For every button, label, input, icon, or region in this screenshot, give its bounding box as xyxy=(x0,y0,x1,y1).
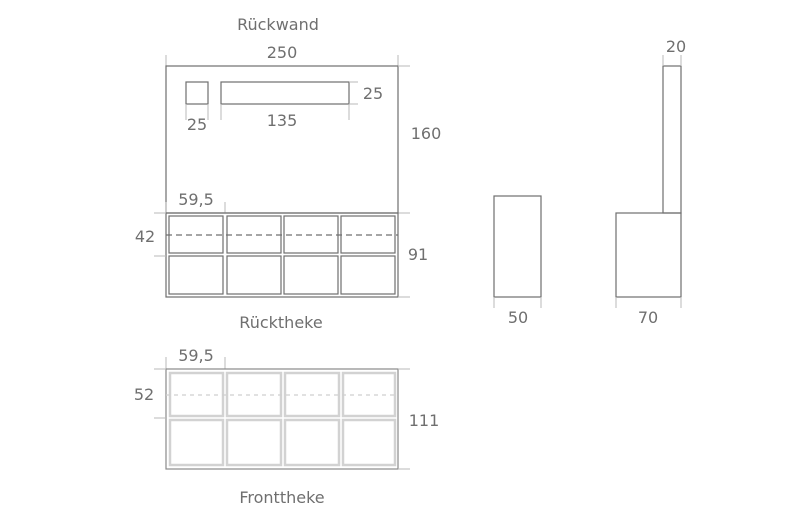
rueckwand-width-label: 250 xyxy=(267,43,298,62)
fronttheke-cell-1-bottom xyxy=(168,418,225,467)
slot-height-label: 25 xyxy=(363,84,383,103)
fronttheke-cell-width-label: 59,5 xyxy=(178,346,214,365)
fronttheke-height-label: 111 xyxy=(409,411,440,430)
ruecktheke-cell-4-bottom xyxy=(340,255,396,295)
ruecktheke-title: Rücktheke xyxy=(239,313,322,332)
rueckwand-title: Rückwand xyxy=(237,15,319,34)
fronttheke-cell-4-bottom xyxy=(341,418,397,467)
ruecktheke-shelf-height-label: 42 xyxy=(135,227,155,246)
fronttheke-cell-3-bottom xyxy=(283,418,341,467)
ruecktheke-cell-2-top xyxy=(226,215,282,254)
side-view-depth-label: 50 xyxy=(508,308,528,327)
ruecktheke-cell-3-bottom xyxy=(283,255,339,295)
rueckwand-small-box xyxy=(185,81,209,105)
ruecktheke-height-label: 91 xyxy=(408,245,428,264)
side-view-counter xyxy=(493,195,542,298)
ruecktheke-cell-2-bottom xyxy=(226,255,282,295)
ruecktheke-body xyxy=(165,212,399,298)
rueckwand-height-label: 160 xyxy=(411,124,442,143)
side-view-counter-combined xyxy=(615,212,682,298)
side-wall-thickness-label: 20 xyxy=(666,37,686,56)
fronttheke-title: Fronttheke xyxy=(239,488,324,507)
ruecktheke-cell-width-label: 59,5 xyxy=(178,190,214,209)
side-view-wall xyxy=(662,65,682,214)
rueckwand-slot xyxy=(220,81,350,105)
fronttheke-body xyxy=(165,368,399,470)
ruecktheke-cell-1-bottom xyxy=(168,255,224,295)
small-box-width-label: 25 xyxy=(187,115,207,134)
fronttheke-shelf-height-label: 52 xyxy=(134,385,154,404)
fronttheke-cell-2-bottom xyxy=(225,418,283,467)
slot-width-label: 135 xyxy=(267,111,298,130)
fronttheke-cell-3-top xyxy=(283,371,341,418)
side-combined-depth-label: 70 xyxy=(638,308,658,327)
